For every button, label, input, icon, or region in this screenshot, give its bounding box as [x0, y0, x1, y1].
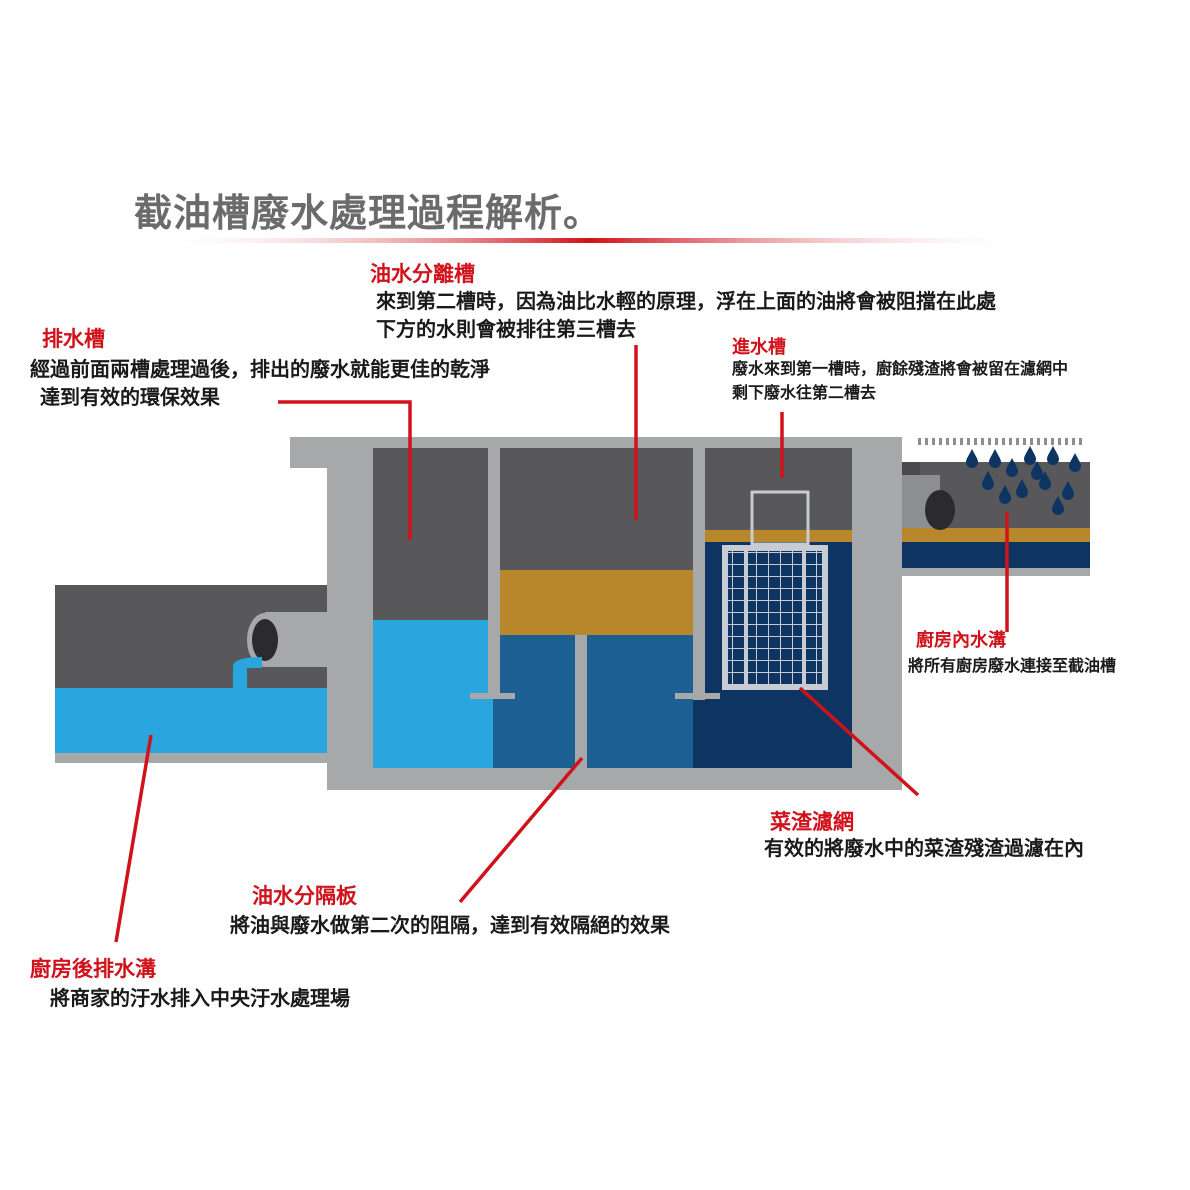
water-drops: [966, 446, 1081, 515]
inlet-tank-desc-1: 廢水來到第一槽時，廚餘殘渣將會被留在濾網中: [732, 359, 1069, 378]
water-drop-icon: [1006, 458, 1018, 477]
leader-lines: [114, 345, 1009, 943]
kitchen-rear-drain-title: 廚房後排水溝: [30, 956, 156, 981]
tank-partitions: [470, 448, 720, 768]
food-waste-filter-desc: 有效的將廢水中的菜渣殘渣過濾在內: [764, 836, 1084, 860]
kitchen-inner-drain-desc: 將所有廚房廢水連接至截油槽: [908, 656, 1117, 675]
grate-slot: [960, 438, 963, 445]
leader-kitchen-rear-drain: [114, 734, 153, 943]
grate-slot: [1016, 438, 1019, 445]
partition-desc: 將油與廢水做第二次的阻隔，達到有效隔絕的效果: [230, 913, 670, 937]
separation-tank-title: 油水分離槽: [370, 261, 475, 286]
separation-tank-desc-1: 來到第二槽時，因為油比水輕的原理，浮在上面的油將會被阻擋在此處: [376, 289, 996, 313]
title-underline: [140, 238, 1040, 243]
grate-slot: [1044, 438, 1047, 445]
grate-slot: [1079, 438, 1082, 445]
kitchen-rear-drain-channel: [55, 585, 327, 763]
drain-tank-desc-1: 經過前面兩槽處理過後，排出的廢水就能更佳的乾淨: [30, 357, 490, 381]
page-title: 截油槽廢水處理過程解析。: [134, 190, 603, 235]
water-drop-icon: [1024, 446, 1036, 465]
partition-title: 油水分隔板: [252, 883, 357, 908]
kitchen-rear-drain-desc: 將商家的汙水排入中央汙水處理場: [50, 986, 350, 1010]
oil-water-separation-chamber: [493, 448, 693, 768]
food-waste-filter-basket: [722, 490, 828, 690]
water-drop-icon: [966, 449, 978, 468]
grate-slot: [1072, 438, 1075, 445]
leader-food-waste-filter: [798, 686, 920, 797]
grate-slot: [967, 438, 970, 445]
water-drop-icon: [982, 471, 994, 490]
grate-slot: [939, 438, 942, 445]
water-drop-icon: [989, 449, 1001, 468]
water-drop-icon: [1016, 479, 1028, 498]
kitchen-inner-drain-title: 廚房內水溝: [916, 630, 1006, 651]
leader-drain-tank: [278, 400, 412, 540]
grate-slot: [1051, 438, 1054, 445]
drain-grate: [918, 438, 1082, 445]
drain-tank-chamber: [373, 448, 493, 768]
water-drop-icon: [1052, 496, 1064, 515]
grate-slot: [995, 438, 998, 445]
drain-tank-desc-2: 達到有效的環保效果: [40, 385, 220, 409]
water-drop-icon: [999, 485, 1011, 504]
outlet-pipe: [233, 612, 327, 690]
grate-slot: [981, 438, 984, 445]
inlet-tank-title: 進水槽: [732, 337, 786, 358]
grate-slot: [1037, 438, 1040, 445]
grate-slot: [1065, 438, 1068, 445]
leader-partition: [458, 756, 584, 904]
kitchen-inner-drain-channel: [902, 438, 1090, 576]
food-waste-filter-title: 菜渣濾網: [770, 809, 854, 834]
grate-slot: [1002, 438, 1005, 445]
inlet-tank-desc-2: 剩下廢水往第二槽去: [732, 383, 877, 402]
water-drop-icon: [1069, 453, 1081, 472]
grate-slot: [1058, 438, 1061, 445]
grate-slot: [1009, 438, 1012, 445]
water-drop-icon: [1062, 481, 1074, 500]
separation-tank-desc-2: 下方的水則會被排往第三槽去: [376, 317, 636, 341]
drain-tank-title: 排水槽: [42, 326, 105, 351]
grate-slot: [946, 438, 949, 445]
grate-slot: [918, 438, 921, 445]
grate-slot: [932, 438, 935, 445]
grate-slot: [1030, 438, 1033, 445]
grate-slot: [1023, 438, 1026, 445]
grate-slot: [925, 438, 928, 445]
water-drop-icon: [1031, 461, 1043, 480]
water-drop-icon: [1039, 471, 1051, 490]
grate-slot: [988, 438, 991, 445]
grate-slot: [953, 438, 956, 445]
grate-slot: [974, 438, 977, 445]
water-drop-icon: [1047, 446, 1059, 465]
